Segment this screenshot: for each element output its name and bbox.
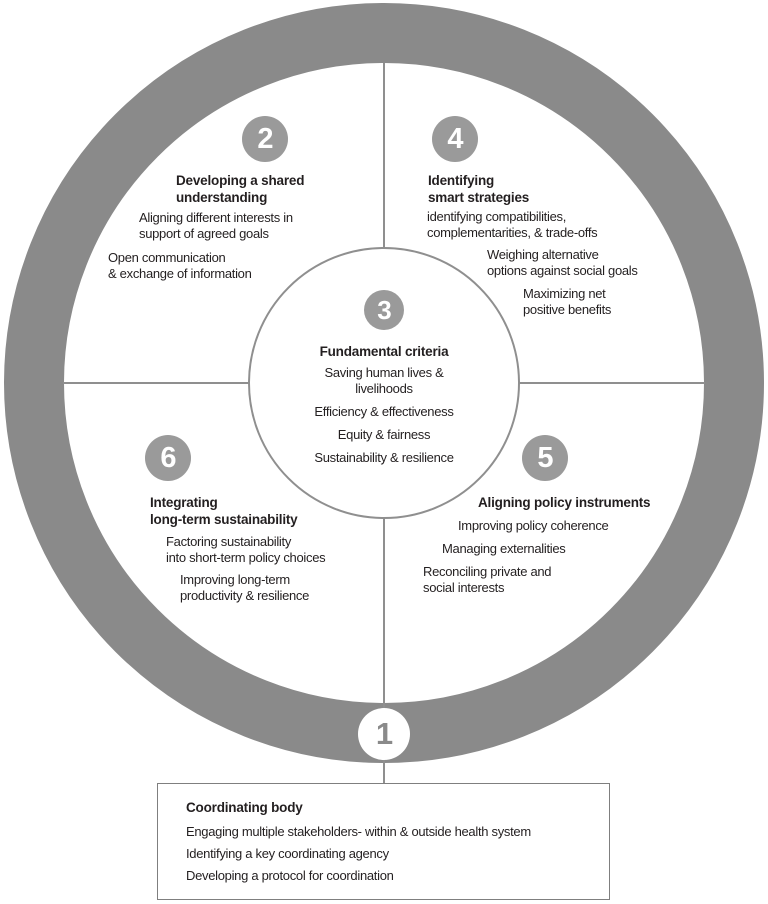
step-3-item: Sustainability & resilience: [314, 450, 454, 465]
step-3-title: Fundamental criteria: [319, 344, 449, 359]
step-4-item: Maximizing net positive benefits: [523, 286, 612, 317]
connector-line-step1: [383, 517, 385, 783]
step-3-section: Fundamental criteria Saving human lives …: [249, 344, 519, 473]
step-3-item: Efficiency & effectiveness: [314, 404, 454, 419]
step-1-item: Engaging multiple stakeholders- within &…: [186, 824, 531, 839]
step-3-item: Equity & fairness: [337, 427, 431, 442]
step-6-title: Integrating long-term sustainability: [150, 495, 298, 527]
step-1-title: Coordinating body: [186, 800, 303, 815]
step-2-title: Developing a shared understanding: [176, 173, 305, 205]
step-5-item: Improving policy coherence: [458, 518, 609, 533]
step-4-item: Weighing alternative options against soc…: [487, 247, 638, 278]
step-6-badge: 6: [145, 435, 191, 481]
quadrant-divider-horizontal-right: [516, 382, 705, 384]
step-5-item: Reconciling private and social interests: [423, 564, 552, 595]
coordinating-body-box: Coordinating body Engaging multiple stak…: [157, 783, 610, 900]
quadrant-divider-horizontal-left: [63, 382, 253, 384]
step-2-item: Aligning different interests in support …: [139, 210, 293, 241]
quadrant-divider-vertical-top: [383, 63, 385, 253]
step-4-title: Identifying smart strategies: [428, 173, 530, 205]
step-6-item: Factoring sustainability into short-term…: [166, 534, 326, 565]
step-3-item: Saving human lives & livelihoods: [324, 365, 444, 396]
step-5-item: Managing externalities: [442, 541, 566, 556]
step-2-item: Open communication & exchange of informa…: [108, 250, 252, 281]
step-1-item: Identifying a key coordinating agency: [186, 846, 389, 861]
step-6-item: Improving long-term productivity & resil…: [180, 572, 310, 603]
step-3-badge: 3: [364, 290, 404, 330]
step-5-title: Aligning policy instruments: [478, 495, 651, 510]
step-5-badge: 5: [522, 435, 568, 481]
step-2-badge: 2: [242, 116, 288, 162]
step-1-badge: 1: [358, 708, 410, 760]
step-4-badge: 4: [432, 116, 478, 162]
step-4-item: identifying compatibilities, complementa…: [427, 209, 598, 240]
step-1-item: Developing a protocol for coordination: [186, 868, 394, 883]
